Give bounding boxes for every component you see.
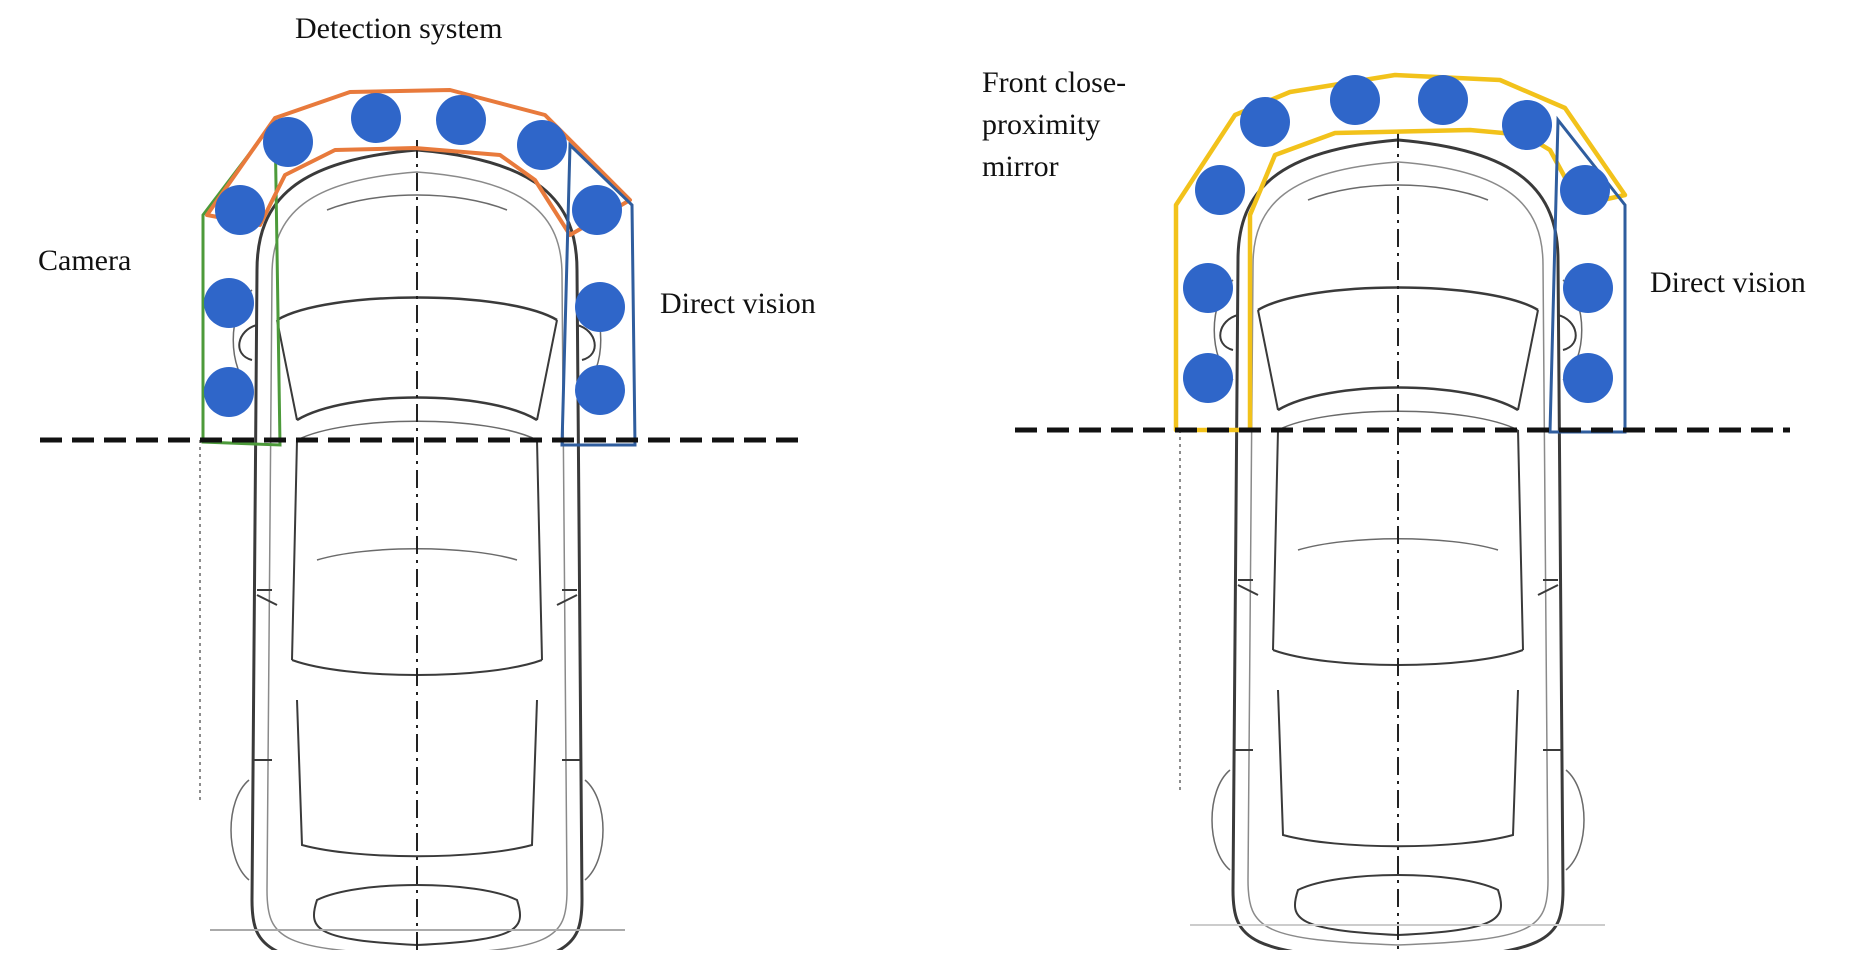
marker-icon [1502,100,1552,150]
direct-vision-zone-left [560,141,637,447]
marker-icon [517,120,567,170]
marker-icon [1240,97,1290,147]
camera-label: Camera [38,244,132,277]
marker-icon [204,278,254,328]
right-diagram [1015,72,1790,955]
vehicle-icon-left [229,138,605,955]
marker-icon [436,95,486,145]
direct-vision-label-right: Direct vision [1650,266,1806,299]
marker-icon [351,93,401,143]
markers-right [1183,75,1613,403]
front-mirror-label-line-1: Front close- [982,66,1127,99]
marker-icon [1183,263,1233,313]
marker-icon [575,365,625,415]
marker-icon [1560,165,1610,215]
marker-icon [1195,165,1245,215]
front-mirror-label-line-2: proximity [982,108,1101,141]
vehicle-icon-right [1210,128,1586,955]
marker-icon [204,367,254,417]
marker-icon [1418,75,1468,125]
detection-zone [205,88,632,237]
front-mirror-label-line-3: mirror [982,150,1059,183]
marker-icon [215,185,265,235]
marker-icon [1183,353,1233,403]
left-diagram [40,88,800,955]
marker-icon [1563,263,1613,313]
detection-system-label: Detection system [295,12,503,45]
marker-icon [1563,353,1613,403]
marker-icon [263,117,313,167]
markers-left [204,93,625,417]
marker-icon [572,185,622,235]
front-mirror-label: Front close- proximity mirror [982,62,1192,188]
marker-icon [1330,75,1380,125]
marker-icon [575,282,625,332]
direct-vision-label-left: Direct vision [660,287,816,320]
